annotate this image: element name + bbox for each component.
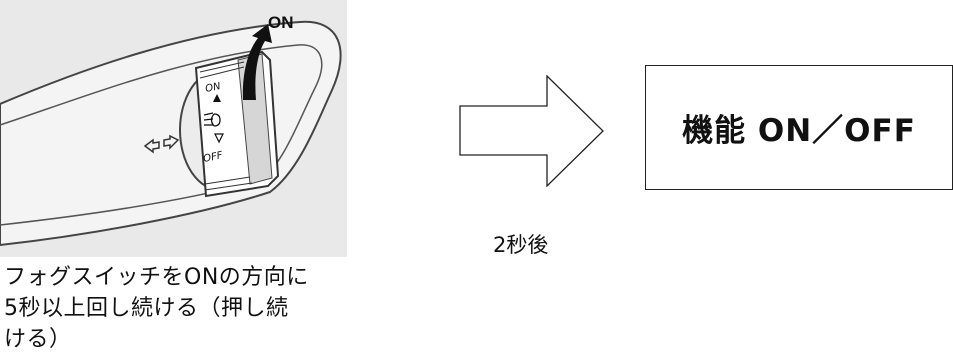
switch-off-text: OFF	[202, 150, 223, 165]
down-triangle-icon	[214, 133, 224, 144]
caption-line-3: ける）	[4, 327, 72, 352]
turn-signal-arrows-icon	[143, 134, 180, 154]
delay-label: 2秒後	[493, 233, 549, 257]
instruction-caption: フォグスイッチをONの方向に 5秒以上回し続ける（押し続 ける）	[4, 262, 344, 355]
function-toggle-box: 機能 ON／OFF	[645, 65, 953, 190]
stalk-inner-edge	[0, 44, 323, 226]
fog-switch-illustration: ON OFF ON	[0, 0, 347, 257]
function-toggle-label: 機能 ON／OFF	[682, 113, 916, 149]
right-arrow-icon	[459, 75, 604, 187]
switch-on-text: ON	[204, 81, 222, 95]
up-triangle-icon	[213, 94, 221, 102]
ring-knurling	[199, 61, 253, 191]
on-direction-label: ON	[268, 13, 294, 32]
rotate-on-arrow-icon	[242, 24, 272, 100]
caption-line-2: 5秒以上回し続ける（押し続	[4, 296, 289, 321]
fog-light-icon	[203, 112, 221, 127]
caption-line-1: フォグスイッチをONの方向に	[4, 265, 309, 290]
